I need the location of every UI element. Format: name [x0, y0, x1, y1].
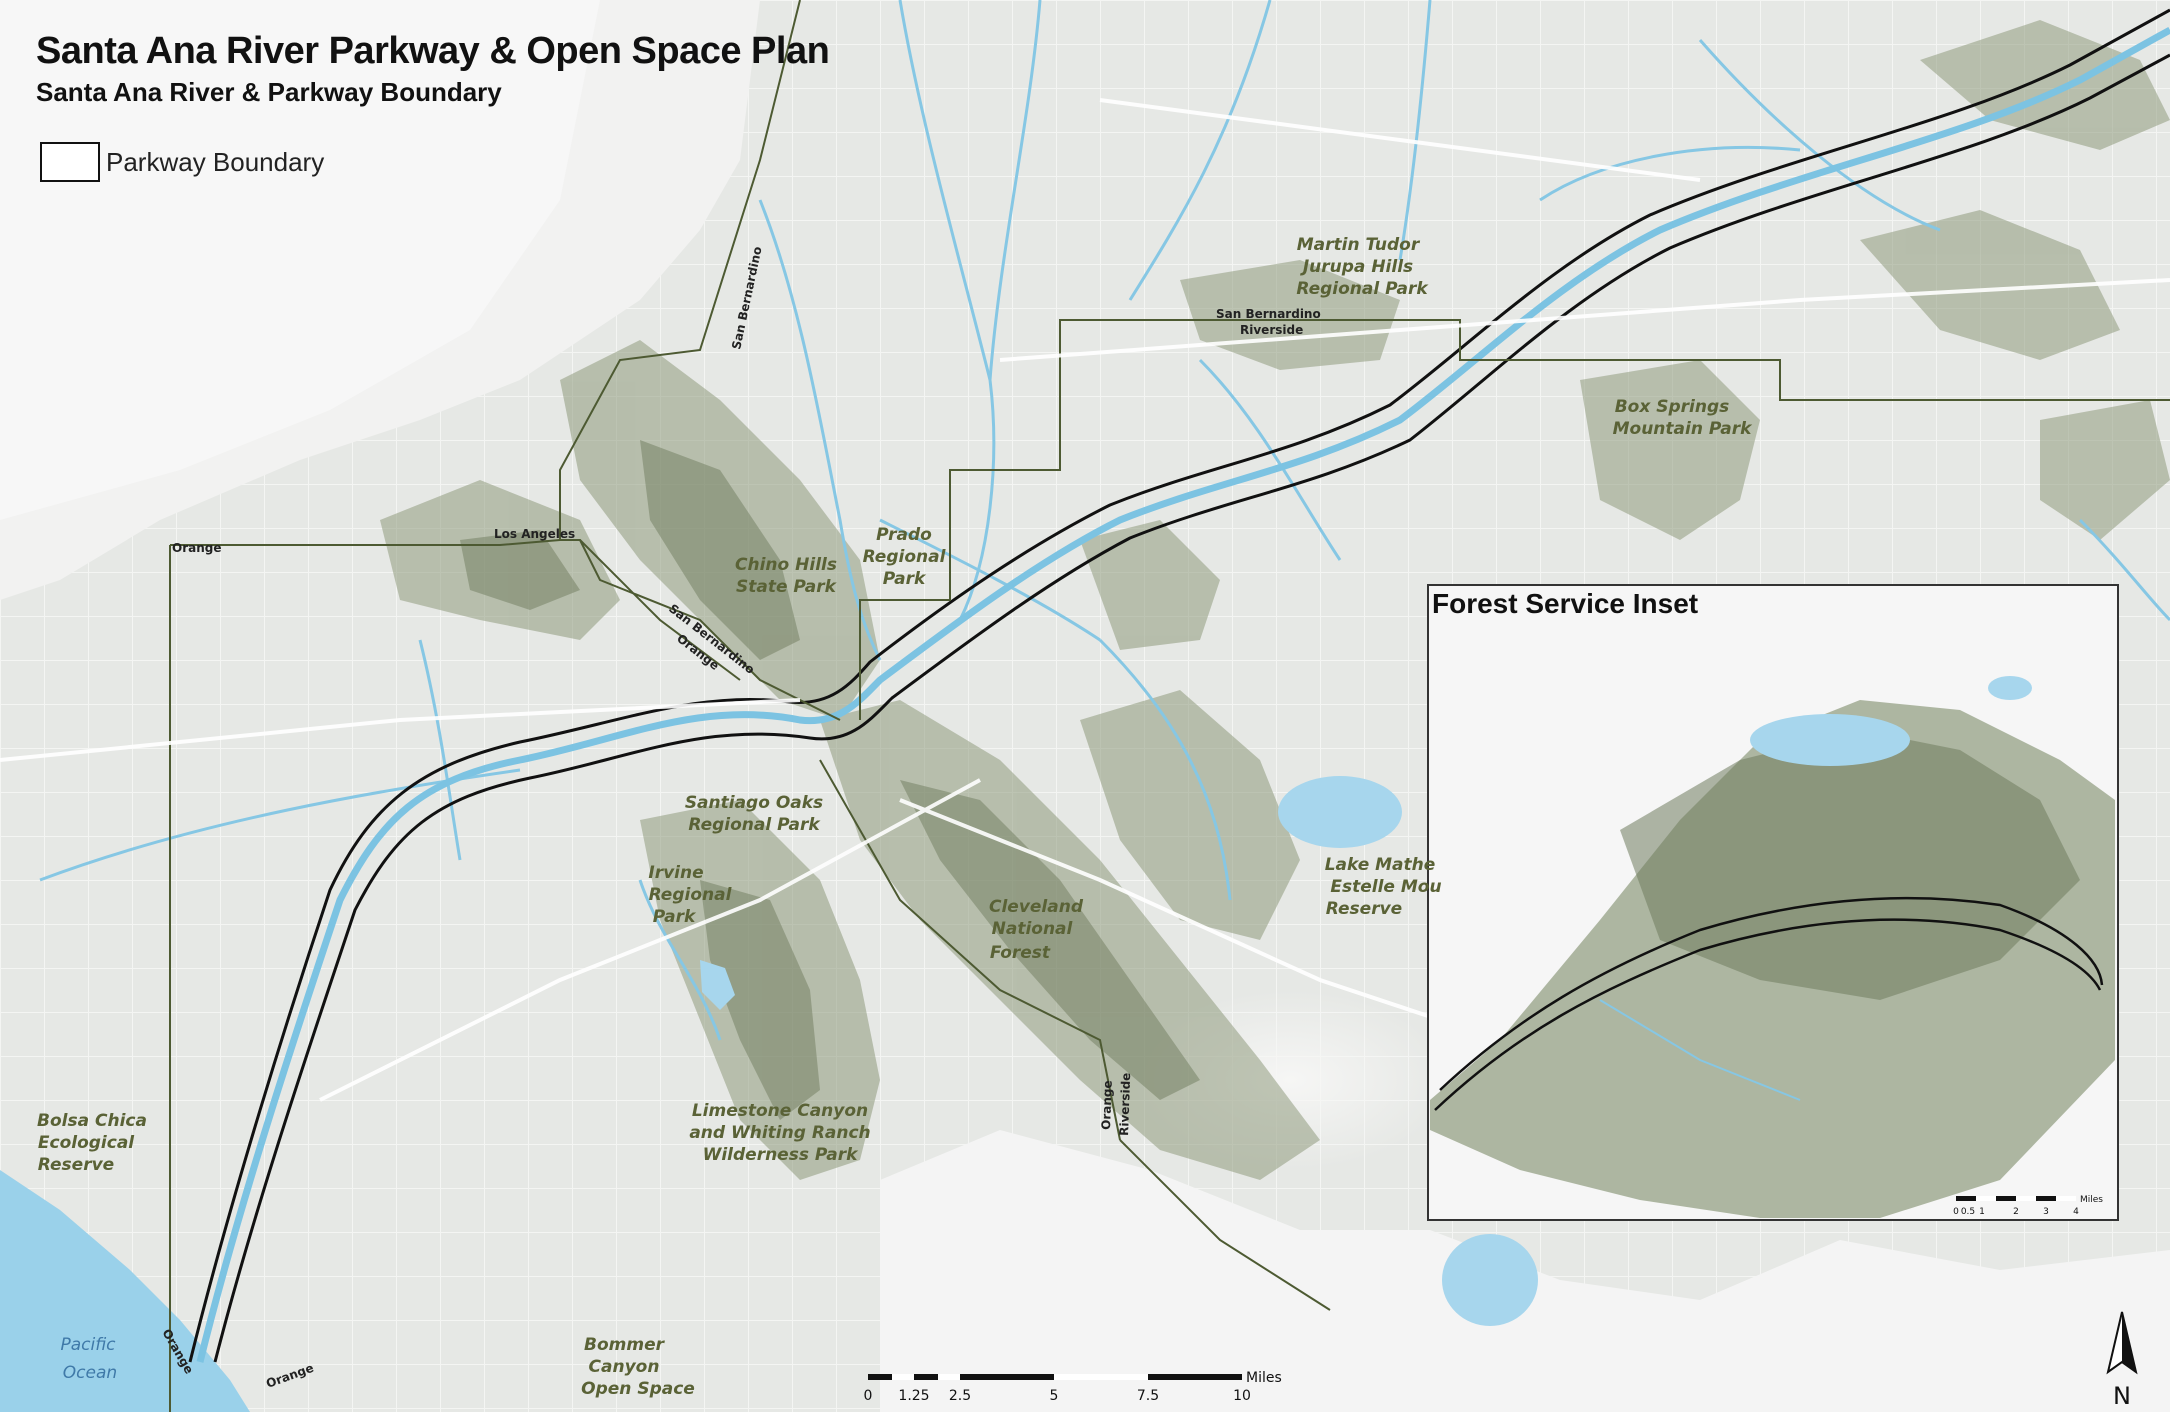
inset-scale-tick-2: 1: [1979, 1207, 1985, 1217]
reservoir-irvine: [700, 960, 735, 1010]
label-prado-1: Prado: [876, 525, 932, 545]
inset-scale-tick-3: 2: [2013, 1207, 2019, 1217]
label-bommer-2: Canyon: [589, 1357, 660, 1377]
label-santiago-2: Regional Park: [688, 815, 821, 835]
county-lines: [169, 0, 2170, 1412]
label-martin-tudor-2: Jurupa Hills: [1300, 257, 1413, 277]
lake-southeast: [1442, 1234, 1538, 1326]
north-label: N: [2113, 1382, 2131, 1410]
parkway-boundary-south: [188, 8, 2170, 1363]
forest-service-inset: [1427, 584, 2119, 1221]
label-cleveland-1: Cleveland: [989, 897, 1084, 917]
label-martin-tudor-1: Martin Tudor: [1297, 235, 1421, 255]
terrain-dark: [460, 440, 1200, 1120]
scale-bar: 0 1.25 2.5 5 7.5 10 Miles: [864, 1370, 1282, 1404]
inset-scale-tick-4: 3: [2043, 1207, 2049, 1217]
county-orange-riverside-1: Orange: [1099, 1080, 1115, 1130]
label-martin-tudor-3: Regional Park: [1296, 279, 1429, 299]
label-bommer-1: Bommer: [584, 1335, 666, 1355]
county-los-angeles: Los Angeles: [494, 527, 575, 541]
scale-unit: Miles: [1246, 1370, 1282, 1386]
scale-tick-4: 7.5: [1137, 1388, 1159, 1404]
label-irvine-1: Irvine: [648, 863, 703, 883]
county-riverside-label: Riverside: [1240, 323, 1303, 337]
label-chino-1: Chino Hills: [735, 555, 837, 575]
inset-scale-tick-1: 0.5: [1961, 1207, 1975, 1217]
label-prado-3: Park: [883, 569, 927, 589]
pacific-ocean: [0, 1170, 250, 1412]
inset-title: Forest Service Inset: [1432, 588, 1699, 619]
lake-mathews: [1278, 776, 1402, 848]
inset-scale-unit: Miles: [2080, 1195, 2103, 1205]
label-prado-2: Regional: [863, 547, 947, 567]
label-ocean-1: Pacific: [60, 1335, 116, 1355]
label-lake-2: Estelle Mou: [1330, 877, 1441, 897]
scale-tick-2: 2.5: [949, 1388, 971, 1404]
label-lake-1: Lake Mathe: [1325, 855, 1436, 875]
county-sb-label: San Bernardino: [1216, 307, 1321, 321]
map-title: Santa Ana River Parkway & Open Space Pla…: [36, 30, 830, 72]
label-bolsa-1: Bolsa Chica: [37, 1111, 147, 1131]
label-ocean-2: Ocean: [63, 1363, 117, 1383]
label-bommer-3: Open Space: [581, 1379, 695, 1399]
north-arrow: N: [2106, 1311, 2138, 1410]
label-chino-2: State Park: [736, 577, 838, 597]
scale-tick-0: 0: [864, 1388, 873, 1404]
scale-tick-3: 5: [1050, 1388, 1059, 1404]
legend-swatch-parkway: [40, 142, 100, 182]
inset-scale-tick-5: 4: [2073, 1207, 2079, 1217]
label-box-springs-1: Box Springs: [1615, 397, 1730, 417]
label-box-springs-2: Mountain Park: [1613, 419, 1753, 439]
legend-label-parkway: Parkway Boundary: [106, 146, 325, 177]
label-irvine-2: Regional: [649, 885, 733, 905]
label-limestone-3: Wilderness Park: [703, 1145, 860, 1165]
parkway-boundary-north: [213, 53, 2170, 1363]
label-santiago-1: Santiago Oaks: [685, 793, 823, 813]
label-bolsa-3: Reserve: [38, 1155, 114, 1175]
legend: Parkway Boundary: [40, 142, 324, 182]
santa-ana-river: [196, 26, 2170, 1363]
county-orange-left: Orange: [172, 541, 222, 555]
label-cleveland-3: Forest: [990, 943, 1051, 963]
map-subtitle: Santa Ana River & Parkway Boundary: [36, 77, 502, 107]
label-limestone-2: and Whiting Ranch: [689, 1123, 870, 1143]
label-cleveland-2: National: [992, 919, 1074, 939]
label-bolsa-2: Ecological: [38, 1133, 135, 1153]
scale-tick-1: 1.25: [898, 1388, 929, 1404]
label-irvine-3: Park: [653, 907, 697, 927]
inset-scale-tick-0: 0: [1953, 1207, 1959, 1217]
county-orange-riverside-2: Riverside: [1117, 1072, 1133, 1136]
haze-upper-left: [0, 0, 600, 520]
label-lake-3: Reserve: [1326, 899, 1402, 919]
scale-tick-5: 10: [1233, 1388, 1251, 1404]
title-block: Santa Ana River Parkway & Open Space Pla…: [36, 30, 830, 108]
label-limestone-1: Limestone Canyon: [692, 1101, 868, 1121]
